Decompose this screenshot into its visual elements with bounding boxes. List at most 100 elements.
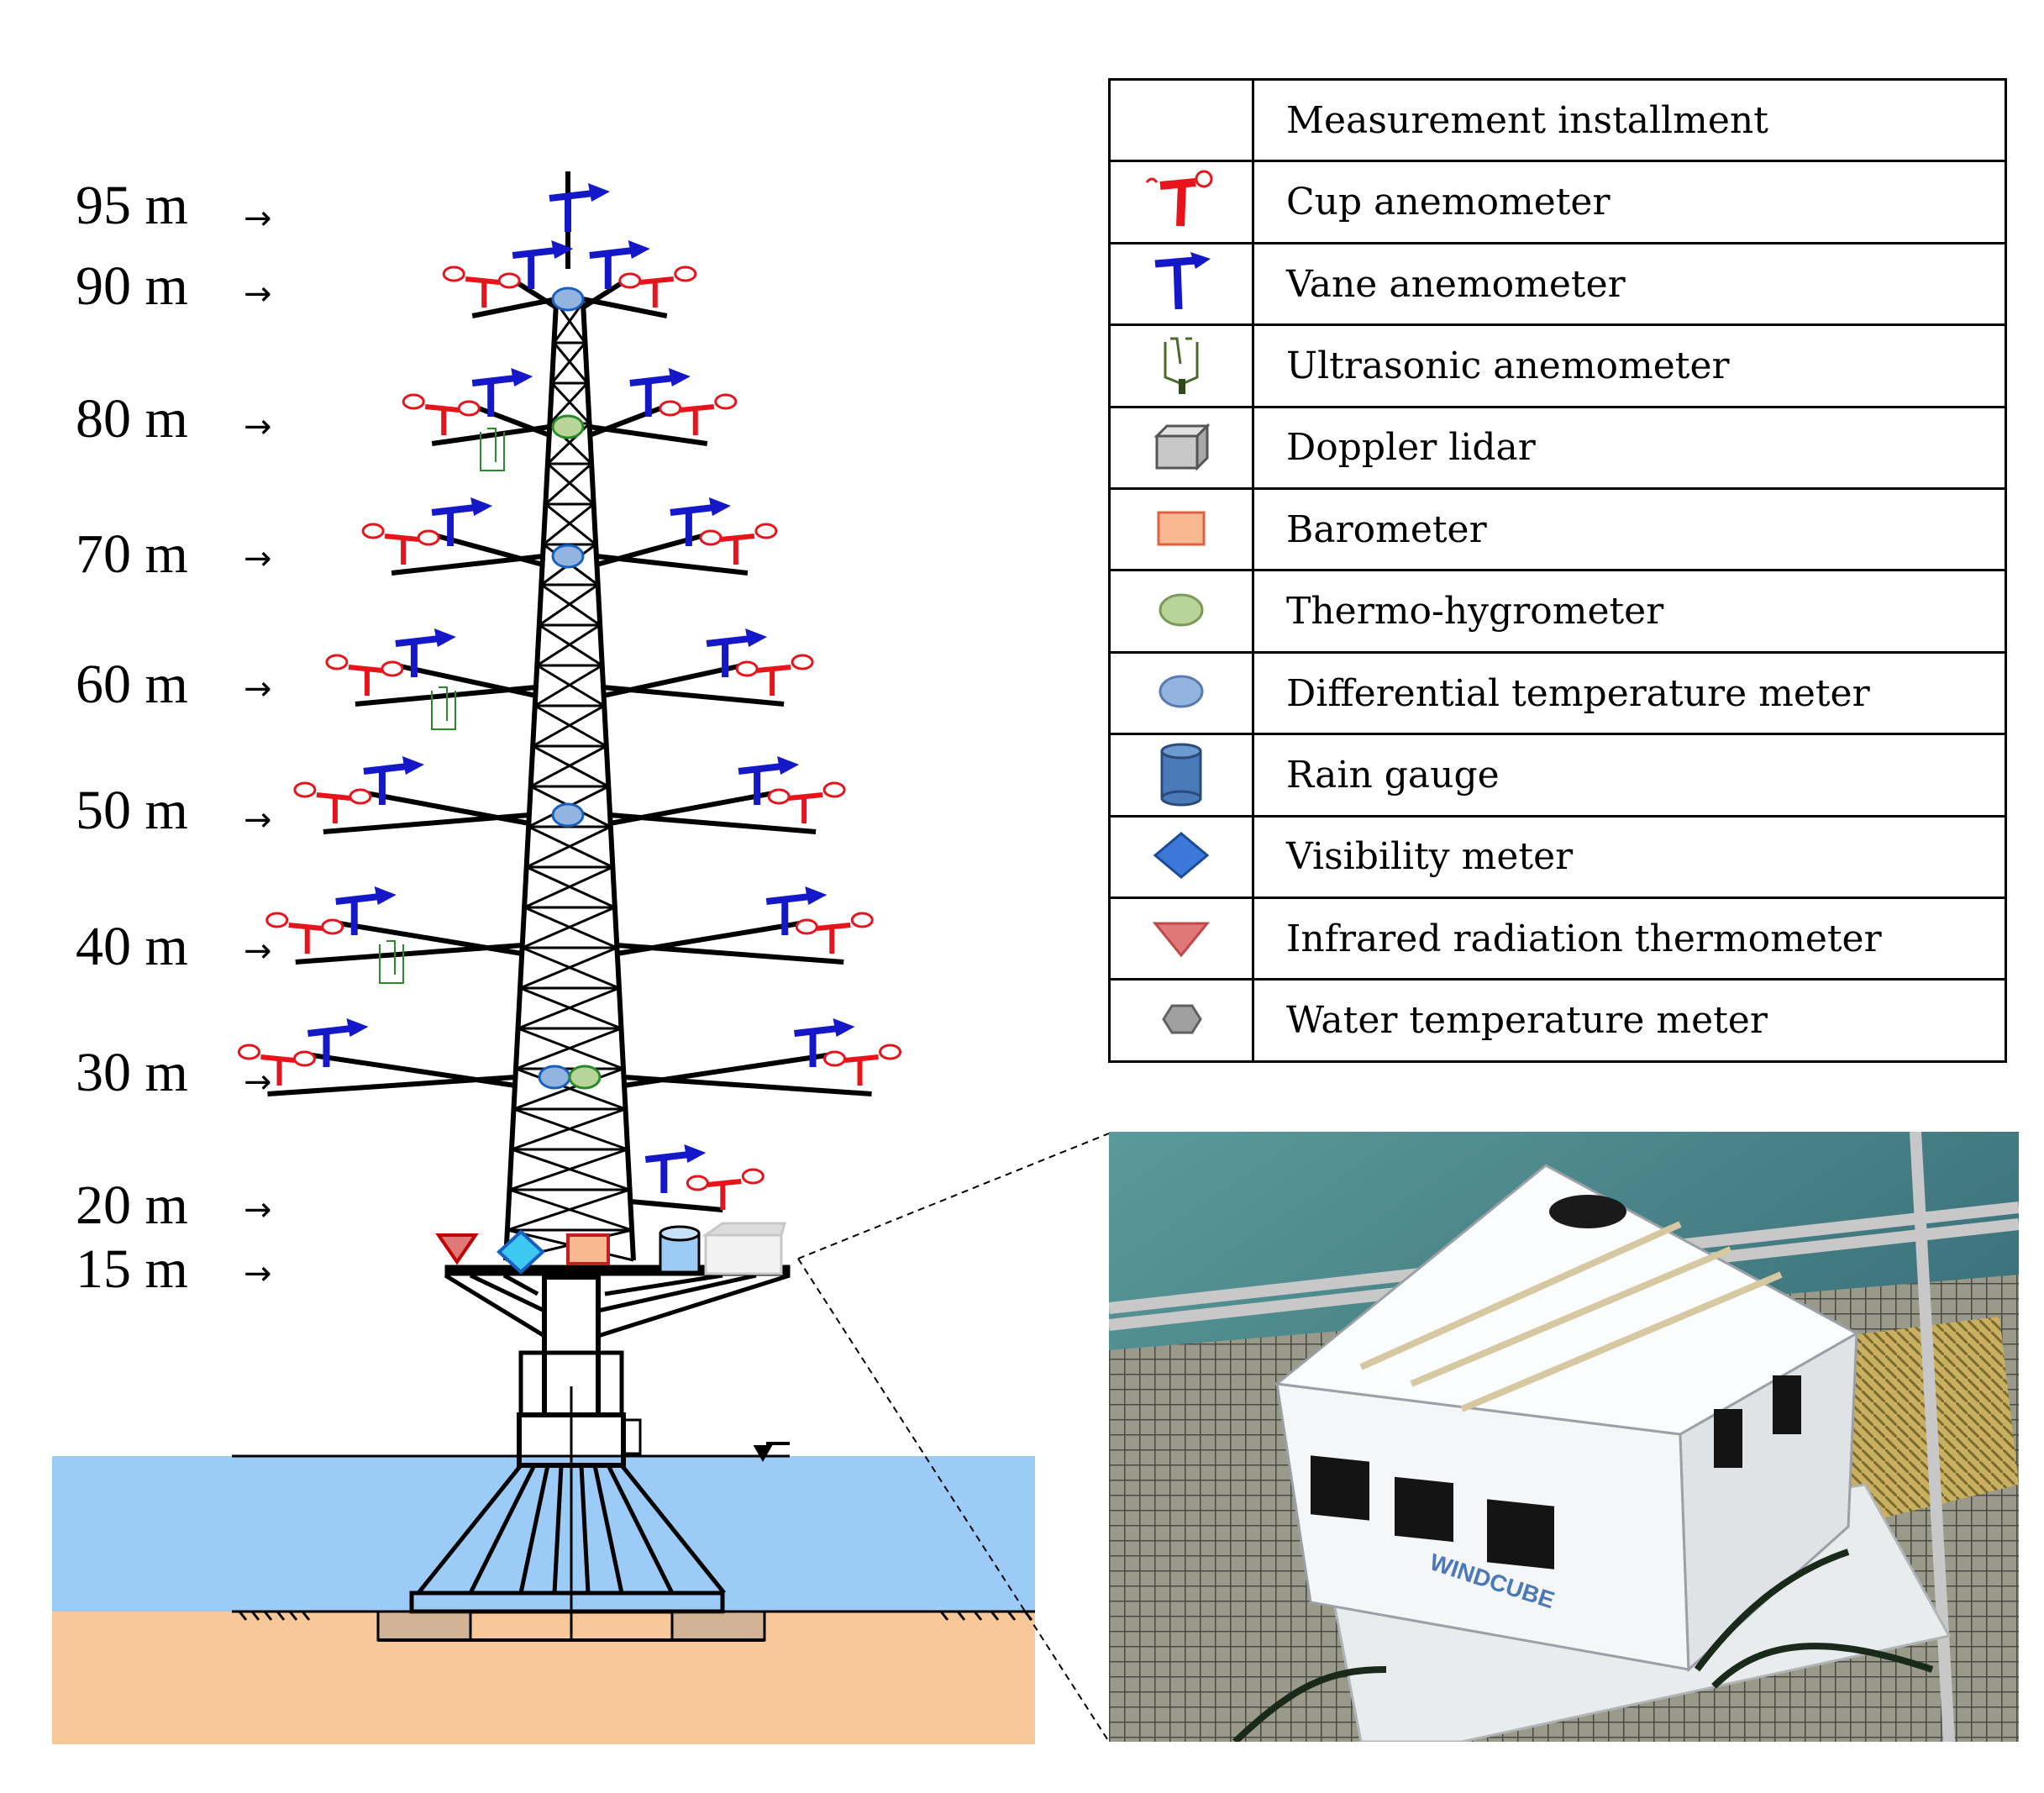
cup-anemometer-stem: [384, 534, 419, 565]
cup-anemometer-left-40: [265, 912, 344, 954]
legend-row: Barometer: [1108, 487, 2007, 572]
infrared-thermometer-icon: [435, 1233, 479, 1265]
vane-anemometer-left-50: [363, 756, 424, 805]
legend-label: Cup anemometer: [1252, 160, 2007, 244]
cup-anemometer-left-70: [361, 523, 440, 565]
tower-brace: [549, 381, 589, 425]
tower-drawing: [52, 171, 1035, 1744]
cup-anemometer-cup: [714, 393, 738, 410]
tower-brace: [550, 342, 586, 384]
cup-anemometer-cup: [741, 1168, 765, 1185]
connector-line-top: [797, 1133, 1110, 1259]
vane-anemometer-tail: [833, 1018, 855, 1037]
vent-4: [1714, 1409, 1742, 1468]
platform: [444, 1265, 791, 1338]
cup-anemometer-cup: [822, 781, 846, 798]
legend-label: Visibility meter: [1252, 814, 2007, 900]
cup-anemometer-left-30: [237, 1044, 316, 1086]
foundation-rock-left: [376, 1610, 472, 1642]
height-arrow-15: →: [244, 1254, 272, 1293]
vane-anemometer-stem: [363, 763, 408, 805]
vane-anemometer-tail: [470, 497, 493, 516]
thermo-hygrometer-icon: [568, 1065, 602, 1090]
legend-label: Doppler lidar: [1252, 405, 2007, 491]
vent-1: [1311, 1455, 1369, 1521]
vane-anemometer-left-40: [335, 886, 397, 935]
ultrasonic-anemometer-icon: [480, 428, 505, 471]
vane-anemometer-right-30: [794, 1018, 855, 1067]
vane-anemometer-tail: [588, 183, 610, 202]
boom-right-40: [616, 919, 844, 965]
cup-anemometer-left-80: [402, 393, 481, 435]
height-arrow-80: →: [244, 408, 272, 446]
vane-anemometer-stem: [335, 893, 381, 935]
instruments-on-tower: [237, 183, 902, 1210]
cup-anemometer-cup: [442, 266, 465, 282]
cup-anemometer-cup: [767, 788, 791, 805]
height-label-15: 15 m: [76, 1238, 188, 1300]
foundation: [376, 1275, 766, 1642]
doppler-lidar-icon: [1153, 423, 1211, 471]
tower-brace: [523, 865, 613, 909]
vane-anemometer-stem: [738, 763, 783, 805]
cup-anemometer-cup: [237, 1044, 260, 1060]
height-label-60: 60 m: [76, 654, 188, 715]
cup-anemometer-right-50: [767, 781, 846, 823]
cup-anemometer-cup: [850, 912, 874, 928]
seabed-hatch-right: [939, 1611, 1033, 1621]
cup-anemometer-right-70: [699, 523, 778, 565]
cup-anemometer-cup: [293, 781, 317, 798]
lidar-photo: WINDCUBE: [1109, 1132, 2019, 1742]
legend-row: Thermo-hygrometer: [1108, 569, 2007, 654]
height-arrow-70: →: [244, 539, 272, 578]
vane-anemometer-right-60: [706, 628, 768, 677]
legend-header: Measurement installment: [1252, 77, 2007, 163]
vane-anemometer-tail: [745, 628, 768, 647]
water-level-mark-icon: [753, 1442, 790, 1463]
foundation-rock-right: [670, 1610, 766, 1642]
vane-anemometer-tail: [628, 240, 650, 259]
vane-anemometer-tail: [805, 886, 828, 905]
cup-anemometer-stem: [260, 1054, 295, 1086]
cup-anemometer-stem: [316, 792, 351, 823]
cup-anemometer-cup: [879, 1044, 902, 1060]
legend-label: Vane anemometer: [1252, 241, 2007, 327]
cup-anemometer-cup: [361, 523, 385, 539]
cup-anemometer-right-60: [735, 654, 814, 696]
legend-label: Ultrasonic anemometer: [1252, 323, 2007, 408]
height-arrow-40: →: [244, 932, 272, 970]
vane-anemometer-stem: [644, 1151, 690, 1193]
cup-anemometer-cup: [795, 918, 818, 935]
jacket-ladder: [622, 1418, 642, 1455]
tower-brace: [521, 906, 616, 949]
legend-table: Measurement installment Cup anemometer V…: [1108, 77, 2007, 1063]
legend-header-symbol-cell: [1108, 77, 1254, 163]
differential-temperature-meter-icon: [551, 287, 585, 312]
height-label-90: 90 m: [76, 255, 188, 317]
cup-anemometer-right-90: [618, 266, 697, 308]
cup-anemometer-stem: [816, 923, 851, 954]
legend-row: Ultrasonic anemometer: [1108, 323, 2007, 408]
pedestal-upper: [518, 1350, 624, 1417]
boom-left-50: [323, 789, 530, 834]
doppler-lidar-icon: [701, 1222, 786, 1275]
tower-brace: [529, 744, 607, 788]
vane-anemometer-stem: [471, 375, 517, 417]
vane-anemometer-left-30: [307, 1018, 369, 1067]
vane-anemometer-tail: [511, 368, 533, 386]
vent-3: [1487, 1499, 1554, 1570]
boom-right-70: [596, 530, 749, 576]
legend-row: Infrared radiation thermometer: [1108, 896, 2007, 981]
tower-brace: [550, 381, 591, 425]
cup-anemometer-cup: [735, 660, 759, 677]
vane-anemometer-stem: [629, 375, 675, 417]
height-label-40: 40 m: [76, 916, 188, 977]
legend-label: Infrared radiation thermometer: [1252, 896, 2007, 981]
cup-anemometer-right-20: [686, 1168, 765, 1210]
height-arrow-30: →: [244, 1063, 272, 1102]
cup-anemometer-left-90: [442, 266, 521, 308]
vane-anemometer-left-70: [431, 497, 493, 546]
vane-anemometer-stem: [589, 247, 634, 289]
vent-2: [1395, 1476, 1453, 1543]
